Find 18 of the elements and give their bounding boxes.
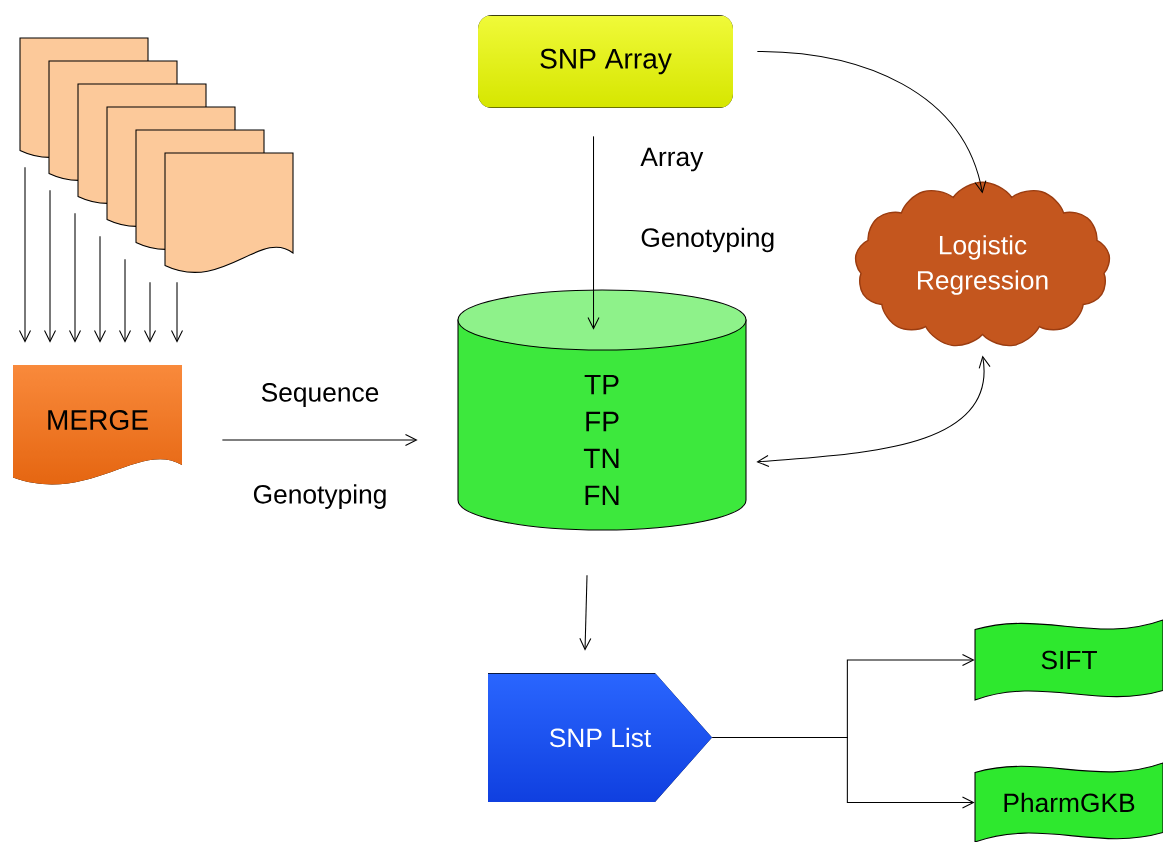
arrow	[119, 258, 132, 343]
database-cylinder: TP FP TN FN	[457, 289, 747, 531]
arrow	[756, 355, 991, 467]
arrow	[756, 50, 987, 194]
arrow	[711, 736, 975, 809]
arrow	[93, 235, 107, 343]
arrow	[68, 212, 82, 343]
arrow	[171, 281, 184, 343]
rounded-box: SNP Array	[478, 15, 733, 108]
arrow	[143, 281, 157, 343]
edge-label: Sequence Genotyping	[253, 383, 386, 509]
arrow	[44, 189, 57, 343]
document-shape	[164, 152, 294, 273]
edge-label: Array Genotyping	[640, 147, 774, 253]
arrow	[221, 433, 418, 446]
arrow	[18, 166, 32, 343]
arrow	[587, 135, 600, 330]
arrow	[579, 574, 592, 651]
